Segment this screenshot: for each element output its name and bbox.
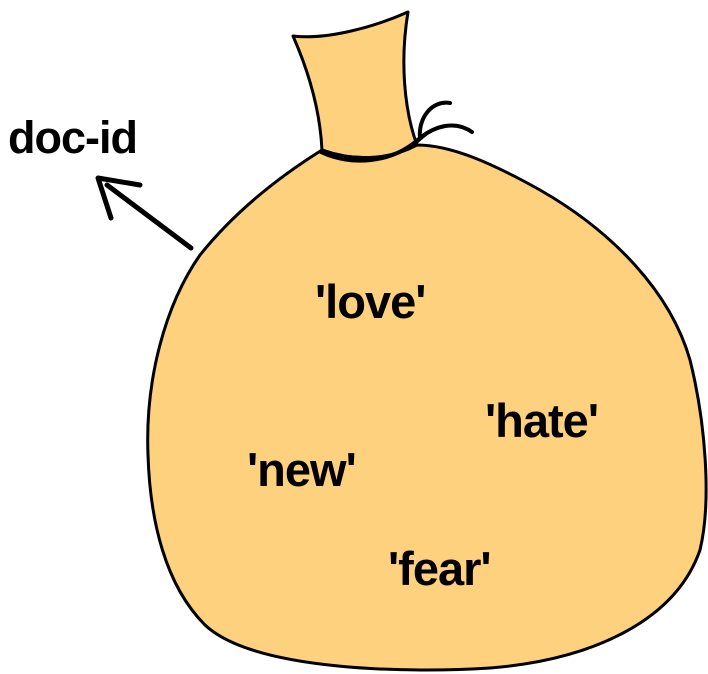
doc-id-label: doc-id bbox=[8, 112, 137, 163]
arrow-up-left-icon bbox=[98, 178, 191, 248]
word-love: 'love' bbox=[315, 275, 425, 328]
word-fear: 'fear' bbox=[388, 542, 491, 595]
sack-neck-icon bbox=[293, 12, 417, 158]
word-new: 'new' bbox=[247, 443, 356, 496]
word-hate: 'hate' bbox=[485, 394, 598, 447]
